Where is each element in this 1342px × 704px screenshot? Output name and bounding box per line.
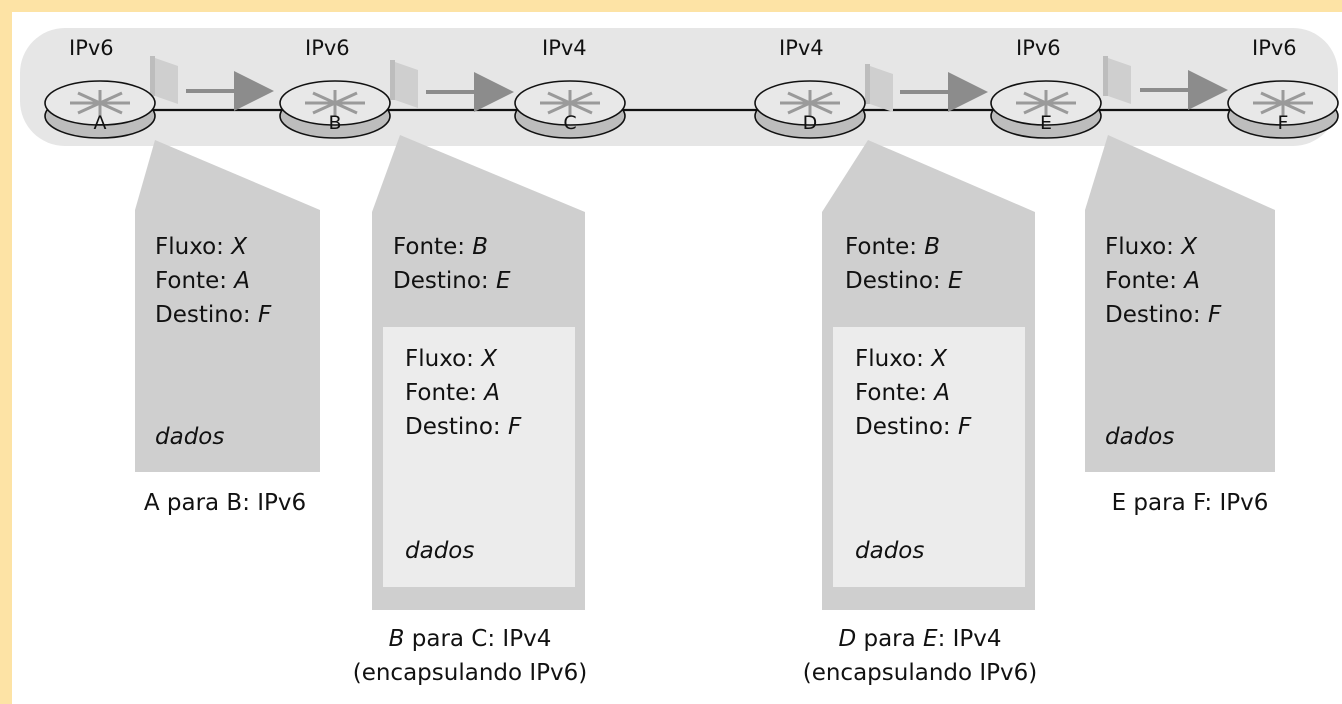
- ab-caption: A para B: IPv6: [143, 490, 307, 516]
- packet-box-bc-inner: [383, 327, 575, 587]
- bc-caption: B para C: IPv4 (encapsulando IPv6): [352, 626, 588, 686]
- network-band: [20, 28, 1338, 146]
- header-field: Fluxo: X: [1105, 234, 1197, 260]
- de-payload: dados: [855, 538, 925, 564]
- router-a-icon: [44, 80, 156, 139]
- header-field: Destino: F: [1105, 302, 1222, 328]
- ef-header: Fluxo: X Fonte: A Destino: F: [1105, 230, 1221, 332]
- bc-inner-header: Fluxo: X Fonte: A Destino: F: [405, 342, 521, 444]
- callout-wedge-de: [822, 140, 1035, 212]
- header-field: Fonte: A: [1105, 268, 1201, 294]
- header-field: Destino: F: [405, 414, 522, 440]
- router-d-icon: [754, 80, 866, 139]
- header-field: Fonte: A: [155, 268, 251, 294]
- header-field: Fonte: B: [845, 234, 941, 260]
- header-field: Fonte: A: [855, 380, 951, 406]
- bc-payload: dados: [405, 538, 475, 564]
- router-b-id: B: [328, 112, 341, 134]
- de-caption: D para E: IPv4 (encapsulando IPv6): [802, 626, 1038, 686]
- router-b-protocol: IPv6: [305, 36, 350, 60]
- callout-wedge-bc: [372, 135, 585, 212]
- ef-payload: dados: [1105, 424, 1175, 450]
- header-field: Destino: F: [855, 414, 972, 440]
- router-e-id: E: [1040, 112, 1052, 134]
- header-field: Fluxo: X: [155, 234, 247, 260]
- router-f-protocol: IPv6: [1252, 36, 1297, 60]
- router-f-icon: [1227, 80, 1339, 139]
- callout-wedge-ab: [135, 140, 320, 210]
- ab-header: Fluxo: X Fonte: A Destino: F: [155, 230, 271, 332]
- router-b-icon: [279, 80, 391, 139]
- router-f-id: F: [1278, 112, 1289, 134]
- packet-box-ef: [1085, 210, 1275, 472]
- router-a-id: A: [94, 112, 107, 134]
- router-e-protocol: IPv6: [1016, 36, 1061, 60]
- router-e-icon: [990, 80, 1102, 139]
- packet-flag-ab: [150, 56, 178, 104]
- header-field: Fluxo: X: [855, 346, 947, 372]
- packet-flag-de: [865, 64, 893, 112]
- router-d-protocol: IPv4: [779, 36, 824, 60]
- header-field: Fluxo: X: [405, 346, 497, 372]
- packet-box-de-inner: [833, 327, 1025, 587]
- header-field: Destino: E: [393, 268, 511, 294]
- router-c-icon: [514, 80, 626, 139]
- bc-outer-header: Fonte: B Destino: E: [393, 230, 511, 298]
- de-inner-header: Fluxo: X Fonte: A Destino: F: [855, 342, 971, 444]
- router-c-protocol: IPv4: [542, 36, 587, 60]
- header-field: Destino: F: [155, 302, 272, 328]
- header-field: Fonte: B: [393, 234, 489, 260]
- header-field: Fonte: A: [405, 380, 501, 406]
- packet-flag-bc: [390, 60, 418, 108]
- packet-box-ab: [135, 210, 320, 472]
- router-c-id: C: [563, 112, 576, 134]
- callout-wedge-ef: [1085, 135, 1275, 210]
- header-field: Destino: E: [845, 268, 963, 294]
- router-d-id: D: [803, 112, 818, 134]
- router-a-protocol: IPv6: [69, 36, 114, 60]
- ab-payload: dados: [155, 424, 225, 450]
- de-outer-header: Fonte: B Destino: E: [845, 230, 963, 298]
- ef-caption: E para F: IPv6: [1111, 490, 1269, 516]
- packet-flag-ef: [1103, 56, 1131, 104]
